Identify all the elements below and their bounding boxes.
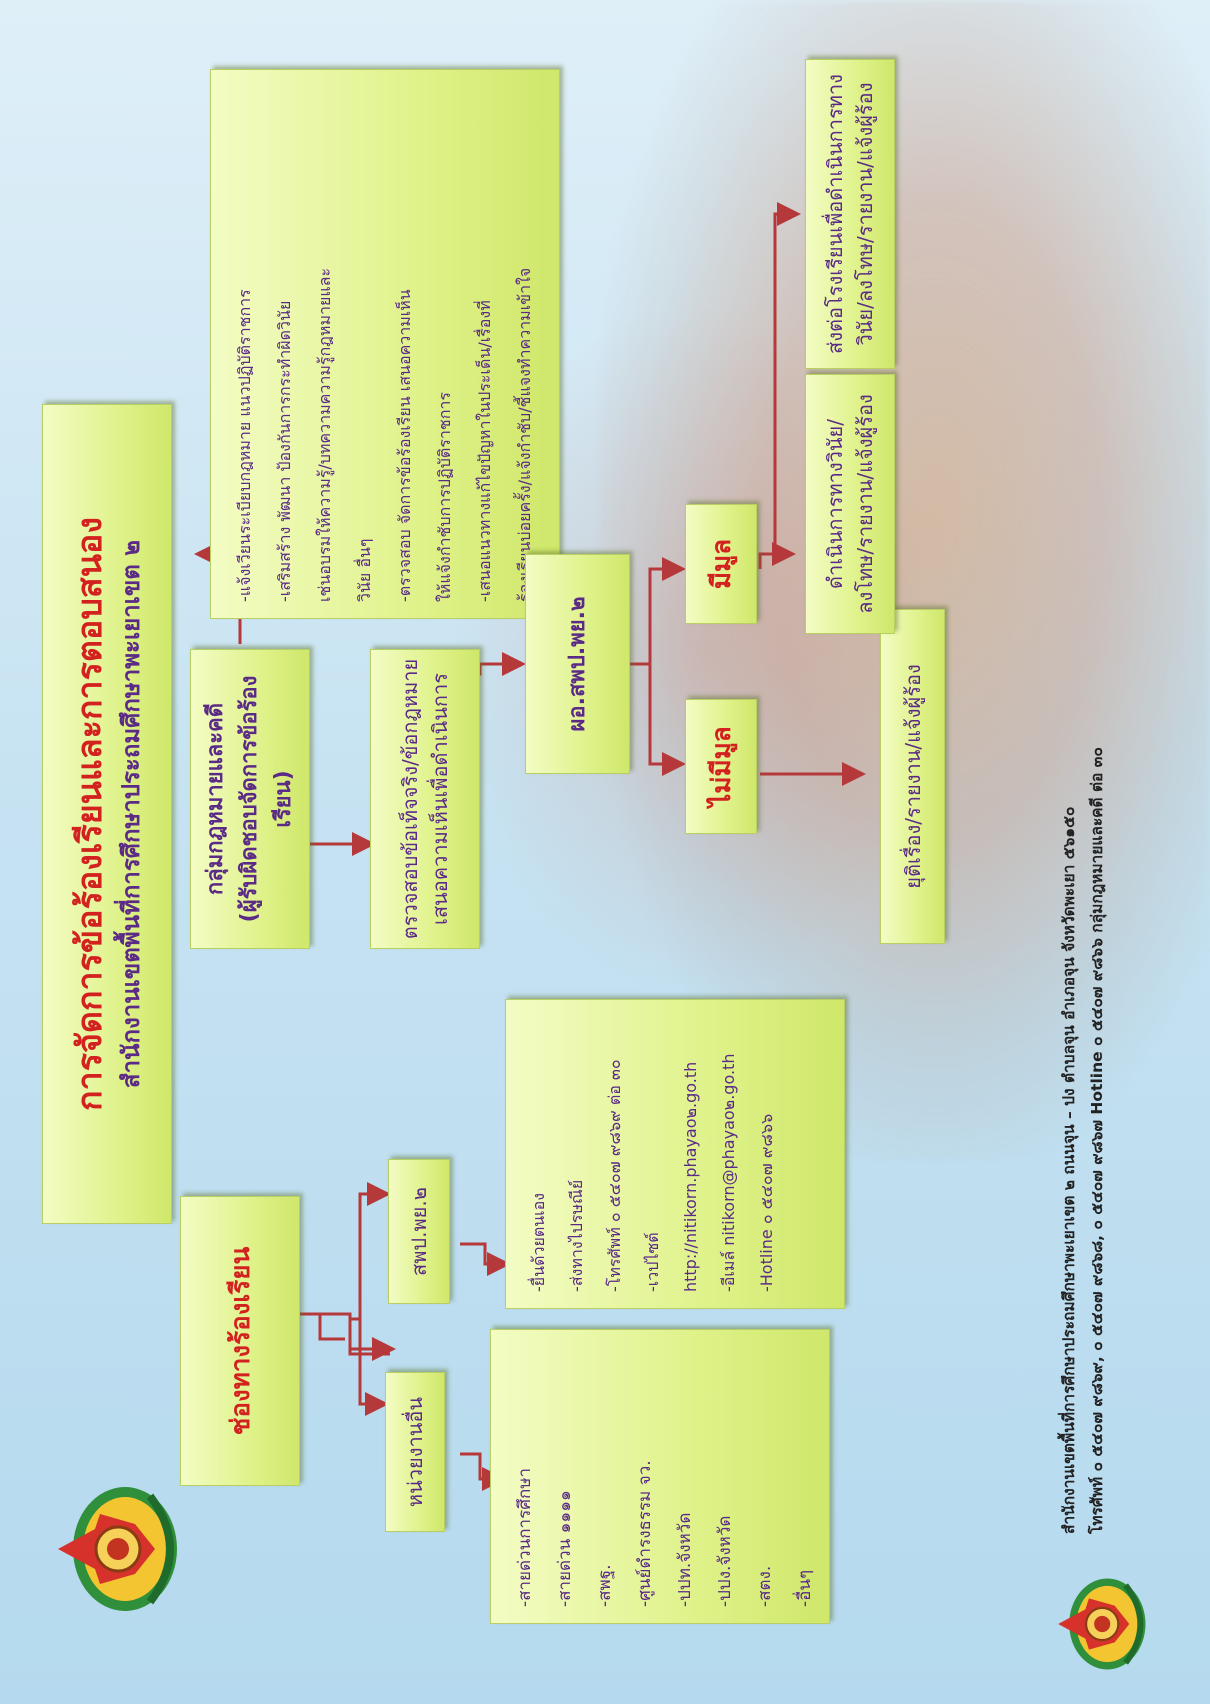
list-item: -ศูนย์ดำรงธรรม จว. bbox=[635, 1460, 655, 1607]
list-item: วินัย อื่นๆ bbox=[355, 538, 374, 602]
other-units-list: -สายด่วนการศึกษา -สายด่วน ๑๑๑๑ -สพฐ. -ศู… bbox=[490, 1329, 830, 1624]
list-item: -ปปง.จังหวัด bbox=[715, 1515, 735, 1607]
footer-phones: โทรศัพท์ ๐ ๕๔๐๗ ๙๘๖๙, ๐ ๕๔๐๗ ๙๘๖๘, ๐ ๕๔๐… bbox=[1088, 747, 1106, 1534]
list-item: ให้แจ้งกำชับการปฏิบัติราชการ bbox=[435, 392, 454, 602]
list-item: -สพฐ. bbox=[595, 1564, 615, 1608]
investigate-box: ตรวจสอบข้อเท็จจริง/ข้อกฎหมาย เสนอความเห็… bbox=[370, 649, 480, 949]
other-units-label: หน่วยงานอื่น bbox=[403, 1396, 427, 1508]
send-school-line2: วินัย/ลงโทษ/รายงาน/แจ้งผู้ร้อง bbox=[853, 82, 877, 346]
list-item: -สตง. bbox=[755, 1565, 775, 1607]
terminate-box: ยุติเรื่อง/รายงาน/แจ้งผู้ร้อง bbox=[880, 609, 945, 944]
arrow-to-has-merit bbox=[648, 557, 686, 664]
list-item: -เสนอแนวทางแก้ไขปัญหาในประเด็น/เรื่องที่ bbox=[475, 300, 494, 602]
list-item: -เวปไซต์ bbox=[643, 1232, 662, 1292]
legal-group-box: กลุ่มกฎหมายและคดี (ผู้รับผิดชอบจัดการข้อ… bbox=[190, 649, 310, 949]
channels-box: ช่องทางร้องเรียน bbox=[180, 1196, 300, 1486]
has-merit-label: มีมูล bbox=[706, 538, 737, 590]
list-item: -Hotline ๐ ๕๔๐๗ ๙๘๖๖ bbox=[757, 1113, 776, 1292]
no-merit-box: ไม่มีมูล bbox=[685, 699, 757, 834]
send-school-box: ส่งต่อโรงเรียนเพื่อดำเนินการทาง วินัย/ลง… bbox=[805, 59, 895, 369]
list-item: -โทรศัพท์ ๐ ๕๔๐๗ ๙๘๖๙ ต่อ ๓๐ bbox=[605, 1059, 624, 1292]
list-item: -สายด่วนการศึกษา bbox=[515, 1467, 535, 1607]
terminate-label: ยุติเรื่อง/รายงาน/แจ้งผู้ร้อง bbox=[900, 664, 925, 889]
send-school-line1: ส่งต่อโรงเรียนเพื่อดำเนินการทาง bbox=[823, 74, 847, 354]
footer-address: สำนักงานเขตพื้นที่การศึกษาประถมศึกษาพะเย… bbox=[1060, 806, 1078, 1534]
list-item: -สายด่วน ๑๑๑๑ bbox=[555, 1490, 575, 1607]
arrow-split-left bbox=[290, 1312, 396, 1361]
other-units-box: หน่วยงานอื่น bbox=[385, 1372, 445, 1532]
legal-actions-list: -แจ้งเวียนระเบียบกฎหมาย แนวปฏิบัติราชการ… bbox=[210, 69, 560, 619]
list-item: -ส่งทางไปรษณีย์ bbox=[567, 1179, 586, 1292]
no-merit-label: ไม่มีมูล bbox=[706, 726, 737, 807]
list-item: ร้องเรียนบ่อยครั้ง/แจ้งกำชับ/ชี้แจงทำควา… bbox=[515, 267, 534, 602]
office-emblem-logo bbox=[40, 1474, 190, 1624]
arrow-to-other-units bbox=[350, 1317, 389, 1416]
discipline-box: ดำเนินการทางวินัย/ ลงโทษ/รายงาน/แจ้งผู้ร… bbox=[805, 374, 895, 634]
arrow-has-merit-to-school bbox=[760, 202, 801, 556]
list-item: -ปปท.จังหวัด bbox=[675, 1512, 695, 1607]
office-label: สพป.พย.๒ bbox=[407, 1187, 431, 1276]
has-merit-box: มีมูล bbox=[685, 504, 757, 624]
title-box: การจัดการข้อร้องเรียนและการตอบสนอง สำนัก… bbox=[42, 404, 172, 1224]
page-title: การจัดการข้อร้องเรียนและการตอบสนอง bbox=[70, 517, 110, 1111]
discipline-line1: ดำเนินการทางวินัย/ bbox=[823, 418, 847, 590]
page-subtitle: สำนักงานเขตพื้นที่การศึกษาประถมศึกษาพะเย… bbox=[117, 539, 145, 1089]
investigate-line2: เสนอความเห็นเพื่อดำเนินการ bbox=[428, 673, 452, 925]
list-item: http://nitikorn.phayao๒.go.th bbox=[681, 1061, 700, 1292]
legal-group-label: กลุ่มกฎหมายและคดี bbox=[203, 702, 228, 896]
arrow-office-list bbox=[460, 1242, 511, 1276]
arrow-has-merit-to-discipline bbox=[758, 542, 796, 569]
arrow-to-office bbox=[350, 1182, 391, 1321]
list-item: -อีเมล์ nitikorn@phayao๒.go.th bbox=[719, 1053, 738, 1292]
director-label: ผอ.สพป.พย.๒ bbox=[564, 596, 590, 732]
investigate-line1: ตรวจสอบข้อเท็จจริง/ข้อกฎหมาย bbox=[398, 658, 422, 940]
list-item: -ยื่นด้วยตนเอง bbox=[529, 1192, 548, 1292]
discipline-line2: ลงโทษ/รายงาน/แจ้งผู้ร้อง bbox=[853, 394, 877, 614]
list-item: เช่นอบรมให้ความรู้/บทความความรู้กฎหมายแล… bbox=[315, 267, 334, 602]
arrow-to-no-merit bbox=[630, 662, 686, 776]
office-box: สพป.พย.๒ bbox=[388, 1159, 450, 1304]
list-item: -อื่นๆ bbox=[795, 1569, 815, 1607]
list-item: -เสริมสร้าง พัฒนา ป้องกันการกระทำผิดวินั… bbox=[275, 300, 294, 602]
list-item: -แจ้งเวียนระเบียบกฎหมาย แนวปฏิบัติราชการ bbox=[235, 289, 254, 602]
arrow-split-right-base bbox=[348, 1349, 390, 1356]
office-emblem-logo-small bbox=[1045, 1569, 1155, 1679]
legal-group-responsibility: (ผู้รับผิดชอบจัดการข้อร้องเรียน) bbox=[237, 675, 296, 923]
office-channels-list: -ยื่นด้วยตนเอง -ส่งทางไปรษณีย์ -โทรศัพท์… bbox=[505, 999, 845, 1309]
director-box: ผอ.สพป.พย.๒ bbox=[525, 554, 630, 774]
footer-contact: สำนักงานเขตพื้นที่การศึกษาประถมศึกษาพะเย… bbox=[1055, 747, 1111, 1534]
list-item: -ตรวจสอบ จัดการข้อร้องเรียน เสนอความเห็น bbox=[395, 289, 414, 602]
channels-label: ช่องทางร้องเรียน bbox=[225, 1246, 256, 1436]
